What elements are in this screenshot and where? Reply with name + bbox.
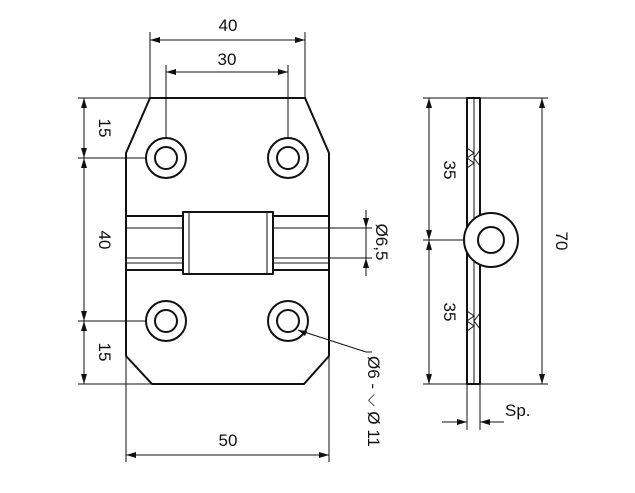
screw-hole-bottom-left bbox=[145, 300, 187, 342]
dim-label-top-outer-width: 40 bbox=[219, 16, 238, 35]
dim-label-thickness: Sp. bbox=[505, 401, 531, 420]
screw-hole-bottom-right bbox=[267, 300, 309, 342]
dim-pin-diameter: Ø6,5 bbox=[329, 210, 391, 276]
dim-label-pin-diameter: Ø6,5 bbox=[372, 224, 391, 261]
dim-overall-width: 50 bbox=[125, 356, 330, 462]
dim-label-knuckle-height: 40 bbox=[95, 231, 114, 250]
side-view bbox=[463, 97, 519, 385]
dim-label-lower-holes-to-edge: 15 bbox=[95, 343, 114, 362]
side-pin bbox=[477, 226, 505, 254]
dim-side-halves: 35 35 bbox=[423, 97, 467, 385]
dim-label-upper-half: 35 bbox=[440, 161, 459, 180]
dim-label-overall-width: 50 bbox=[219, 431, 238, 450]
dim-label-lower-half: 35 bbox=[440, 303, 459, 322]
middle-knuckle bbox=[182, 211, 274, 275]
front-view bbox=[125, 97, 330, 385]
hole-callout: Ø6 - ⌵ Ø 11 bbox=[297, 329, 383, 447]
dim-label-hole-callout: Ø6 - ⌵ Ø 11 bbox=[364, 356, 383, 447]
screw-hole-top-left bbox=[145, 137, 187, 179]
dim-label-top-hole-spacing: 30 bbox=[218, 50, 237, 69]
dim-left-vertical: 15 40 15 bbox=[78, 97, 152, 385]
dim-label-upper-edge-to-holes: 15 bbox=[95, 119, 114, 138]
dim-side-overall: 70 bbox=[480, 97, 571, 385]
dim-thickness: Sp. bbox=[442, 384, 531, 430]
dim-top-outer-width: 40 bbox=[149, 16, 306, 98]
screw-hole-top-right bbox=[267, 137, 309, 179]
dim-top-hole-spacing: 30 bbox=[165, 50, 289, 138]
dim-label-overall-height: 70 bbox=[552, 232, 571, 251]
